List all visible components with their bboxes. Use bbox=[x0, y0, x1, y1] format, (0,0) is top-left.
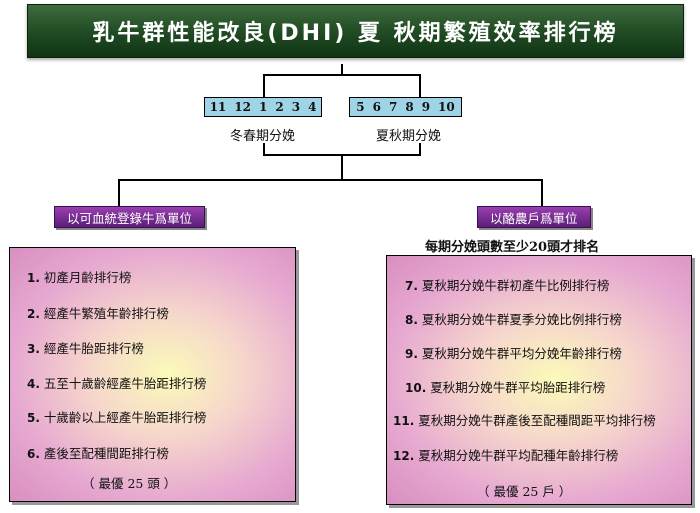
month-label: 7 bbox=[388, 100, 398, 114]
ranking-item-7: 7. 夏秋期分娩牛群初產牛比例排行榜 bbox=[405, 275, 609, 294]
left-group-tag: 以可血統登錄牛爲單位 bbox=[54, 206, 206, 228]
month-label: 11 bbox=[209, 100, 227, 114]
month-label: 10 bbox=[438, 100, 455, 114]
item-text: 經產牛胎距排行榜 bbox=[43, 341, 144, 356]
ranking-item-12: 12. 夏秋期分娩牛群平均配種年齡排行榜 bbox=[393, 445, 618, 464]
item-text: 夏秋期分娩牛群平均配種年齡排行榜 bbox=[418, 448, 619, 463]
item-number: 1. bbox=[27, 271, 40, 285]
item-text: 夏秋期分娩牛群產後至配種間距平均排行榜 bbox=[418, 413, 656, 428]
month-label: 12 bbox=[234, 100, 251, 114]
left-ranking-panel: 1. 初產月齡排行榜 2. 經產牛繁殖年齡排行榜 3. 經產牛胎距排行榜 4. … bbox=[9, 247, 296, 502]
ranking-item-10: 10. 夏秋期分娩牛群平均胎距排行榜 bbox=[405, 377, 605, 396]
connector-top-right-drop bbox=[419, 74, 421, 97]
connector-mid-stem bbox=[341, 155, 343, 180]
connector-top-bar bbox=[263, 74, 421, 76]
page-title: 乳牛群性能改良(DHI) 夏 秋期繁殖效率排行榜 bbox=[92, 21, 619, 46]
left-footer: （ 最優 25 頭 ） bbox=[82, 476, 177, 491]
connector-branch-right-drop bbox=[541, 179, 543, 207]
month-label: 9 bbox=[421, 100, 431, 114]
item-number: 12. bbox=[393, 449, 415, 463]
item-text: 夏秋期分娩牛群夏季分娩比例排行榜 bbox=[421, 312, 622, 327]
item-number: 6. bbox=[27, 447, 40, 461]
item-number: 4. bbox=[27, 377, 40, 391]
ranking-item-11: 11. 夏秋期分娩牛群產後至配種間距平均排行榜 bbox=[393, 410, 656, 429]
connector-top-left-drop bbox=[263, 74, 265, 97]
item-text: 產後至配種間距排行榜 bbox=[43, 446, 169, 461]
month-group-winter-spring: 11 12 1 2 3 4 bbox=[204, 97, 322, 117]
item-number: 5. bbox=[27, 411, 40, 425]
month-label: 2 bbox=[275, 100, 284, 114]
right-group-tag: 以酪農戶爲單位 bbox=[477, 206, 591, 228]
month-group-summer-autumn: 5 6 7 8 9 10 bbox=[349, 97, 462, 117]
item-number: 7. bbox=[405, 279, 418, 293]
item-text: 十歲齡以上經產牛胎距排行榜 bbox=[43, 410, 207, 425]
ranking-item-1: 1. 初產月齡排行榜 bbox=[27, 267, 131, 286]
item-text: 夏秋期分娩牛群平均分娩年齡排行榜 bbox=[421, 346, 622, 361]
connector-top-stem bbox=[341, 64, 343, 74]
title-banner: 乳牛群性能改良(DHI) 夏 秋期繁殖效率排行榜 bbox=[27, 4, 684, 58]
ranking-item-5: 5. 十歲齡以上經產牛胎距排行榜 bbox=[27, 407, 206, 426]
ranking-item-3: 3. 經產牛胎距排行榜 bbox=[27, 338, 144, 357]
month-label: 6 bbox=[372, 100, 381, 114]
item-text: 夏秋期分娩牛群平均胎距排行榜 bbox=[430, 380, 606, 395]
connector-mid-right-rise bbox=[419, 143, 421, 155]
right-ranking-panel: 7. 夏秋期分娩牛群初產牛比例排行榜 8. 夏秋期分娩牛群夏季分娩比例排行榜 9… bbox=[386, 255, 692, 505]
item-number: 2. bbox=[27, 307, 40, 321]
month-label: 3 bbox=[291, 100, 301, 114]
ranking-item-6: 6. 產後至配種間距排行榜 bbox=[27, 443, 169, 462]
connector-branch-left-drop bbox=[118, 179, 120, 207]
month-label: 1 bbox=[258, 100, 268, 114]
item-number: 9. bbox=[405, 347, 418, 361]
item-number: 10. bbox=[405, 381, 427, 395]
connector-mid-left-rise bbox=[263, 143, 265, 155]
item-number: 3. bbox=[27, 342, 40, 356]
month-label: 4 bbox=[308, 100, 317, 114]
ranking-item-2: 2. 經產牛繁殖年齡排行榜 bbox=[27, 303, 169, 322]
month-label: 5 bbox=[356, 100, 365, 114]
item-text: 五至十歲齡經產牛胎距排行榜 bbox=[43, 376, 207, 391]
item-text: 初產月齡排行榜 bbox=[43, 270, 132, 285]
item-text: 夏秋期分娩牛群初產牛比例排行榜 bbox=[421, 278, 610, 293]
right-group-note: 每期分娩頭數至少20頭才排名 bbox=[425, 240, 600, 255]
right-footer: （ 最優 25 戶 ） bbox=[477, 484, 572, 499]
label-summer-autumn: 夏秋期分娩 bbox=[376, 129, 442, 144]
connector-branch-bar bbox=[118, 179, 543, 181]
ranking-item-9: 9. 夏秋期分娩牛群平均分娩年齡排行榜 bbox=[405, 343, 622, 362]
item-text: 經產牛繁殖年齡排行榜 bbox=[43, 306, 169, 321]
month-label: 8 bbox=[405, 100, 414, 114]
ranking-item-4: 4. 五至十歲齡經產牛胎距排行榜 bbox=[27, 373, 206, 392]
ranking-item-8: 8. 夏秋期分娩牛群夏季分娩比例排行榜 bbox=[405, 309, 622, 328]
label-winter-spring: 冬春期分娩 bbox=[230, 129, 296, 144]
item-number: 8. bbox=[405, 313, 418, 327]
item-number: 11. bbox=[393, 414, 415, 428]
